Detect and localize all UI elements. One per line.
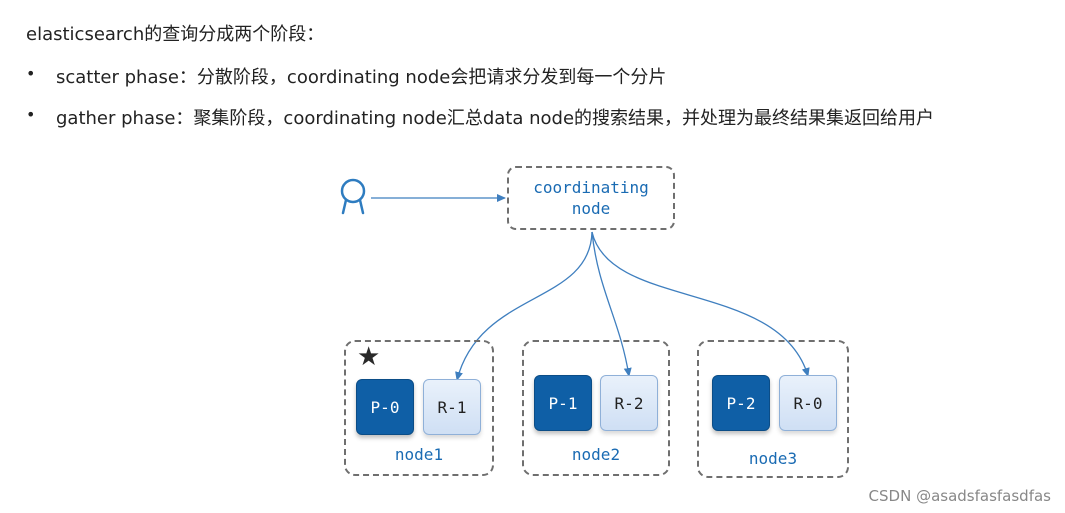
replica-shard: R-1 [423,379,481,435]
bullet-marker: • [26,105,36,124]
node-label: node2 [571,445,621,464]
data-node-2 [522,340,670,476]
data-node-3 [697,340,849,478]
user-icon [340,178,366,215]
coordinating-label-line2: node [571,199,611,218]
replica-shard: R-2 [600,375,658,431]
star-icon: ★ [357,342,381,372]
scatter-arrow-node1 [455,231,593,381]
bullet-gather: • gather phase：聚集阶段，coordinating node汇总d… [26,104,934,130]
bullet-scatter: • scatter phase：分散阶段，coordinating node会把… [26,63,666,89]
node-label: node3 [748,449,798,468]
replica-shard: R-0 [779,375,837,431]
primary-shard: P-1 [534,375,592,431]
scatter-arrow-node2 [591,231,632,377]
bullet-gather-text: gather phase：聚集阶段，coordinating node汇总dat… [56,108,935,129]
node-label: node1 [394,445,444,464]
watermark: CSDN @asadsfasfasdfas [868,487,1051,505]
bullet-scatter-text: scatter phase：分散阶段，coordinating node会把请求… [56,67,667,88]
coordinating-label-line1: coordinating [533,178,649,197]
coordinating-node: coordinating node [507,166,675,230]
primary-shard: P-2 [712,375,770,431]
bullet-marker: • [26,64,36,83]
primary-shard: P-0 [356,379,414,435]
scatter-arrow-node3 [591,231,810,377]
intro-text: elasticsearch的查询分成两个阶段： [26,24,325,45]
data-node-1 [344,340,494,476]
